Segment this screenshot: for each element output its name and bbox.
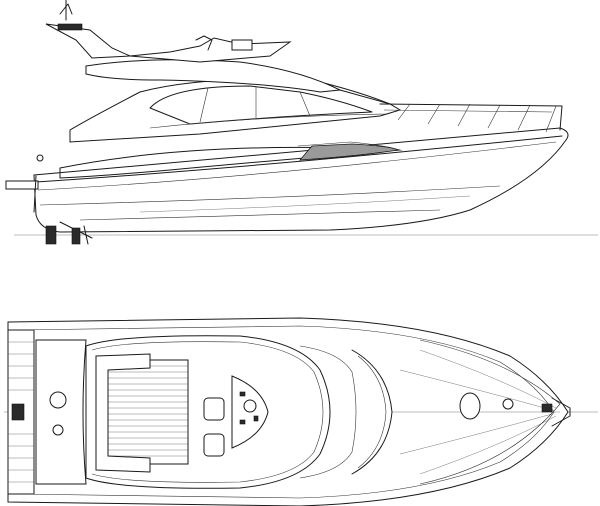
- window-mullion-1: [199, 87, 209, 123]
- plan-transom-door: [11, 403, 25, 421]
- windshield: [339, 89, 391, 105]
- profile-view: [5, 0, 598, 245]
- plan-steering-wheel: [243, 399, 257, 413]
- transom: [33, 175, 37, 213]
- flybridge-helm-seat: [195, 35, 213, 51]
- bow-rail-stanchions: [397, 103, 557, 133]
- strut: [83, 225, 89, 245]
- chine-line-upper: [39, 185, 501, 206]
- rubrail: [37, 141, 557, 191]
- plan-flybridge-lip: [91, 341, 324, 483]
- plan-foredeck-hatch: [459, 392, 481, 420]
- chine-line-lower: [79, 209, 441, 221]
- plan-bow-pulpit: [551, 397, 571, 427]
- window-mullion-3: [299, 91, 311, 117]
- radar-dome: [57, 23, 83, 31]
- hull-window: [299, 143, 400, 161]
- plan-cockpit-fixture: [52, 424, 64, 436]
- plan-cabin-roof: [299, 345, 357, 479]
- rudder: [71, 227, 81, 245]
- plan-cockpit-table: [49, 391, 67, 409]
- plan-sundeck-hatching: [98, 365, 188, 457]
- saloon-window: [149, 85, 373, 125]
- plan-windshield-inner: [357, 355, 387, 469]
- superstructure: [69, 79, 402, 143]
- spray-rail: [139, 195, 471, 213]
- plan-sundeck: [97, 359, 189, 465]
- plan-helm-instruments: [239, 391, 259, 425]
- plan-aft-seating: [95, 353, 151, 473]
- bow-rail: [379, 103, 563, 131]
- bow-rail-lower: [383, 109, 553, 113]
- cabin-stripe: [149, 113, 389, 129]
- flybridge-seating: [129, 37, 292, 63]
- plan-bow-rail: [419, 339, 561, 485]
- swim-platform: [5, 180, 39, 190]
- radar-arch: [59, 3, 73, 15]
- plan-view: [4, 317, 598, 506]
- plan-helm-seat-stbd: [203, 433, 225, 457]
- sheer-line: [35, 135, 563, 183]
- running-gear: [45, 221, 93, 245]
- hull-window-inner: [297, 141, 403, 152]
- exhaust-port: [36, 154, 44, 162]
- plan-cockpit: [35, 339, 87, 485]
- plan-platform-planks: [8, 341, 34, 483]
- plan-windlass: [502, 398, 514, 410]
- plan-anchor-roller: [541, 403, 553, 413]
- flybridge-console: [231, 39, 253, 51]
- plan-helm-seat-port: [203, 397, 225, 421]
- propeller: [45, 225, 57, 245]
